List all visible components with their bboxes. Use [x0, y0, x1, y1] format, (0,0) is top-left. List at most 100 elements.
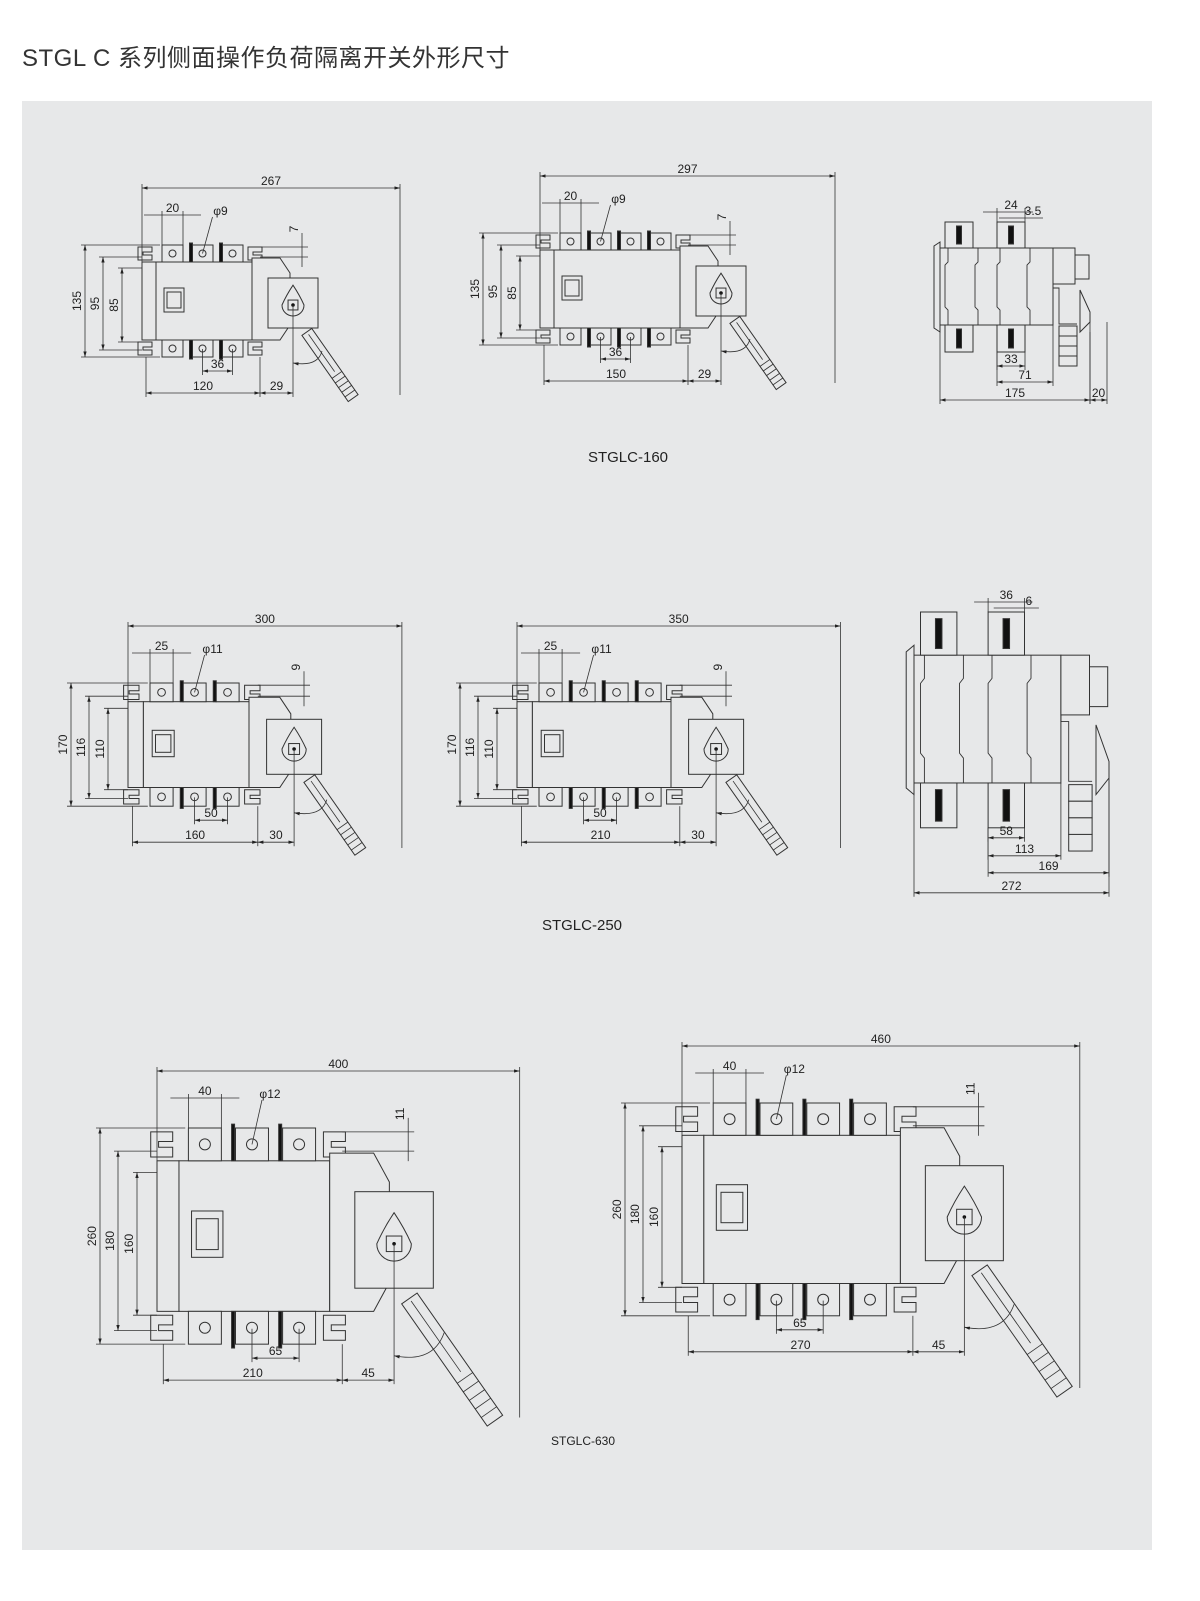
operating-handle	[303, 774, 367, 856]
height-dim-h1: 170	[445, 734, 459, 754]
handle-grip-line	[331, 371, 343, 379]
mounting-bracket	[150, 1314, 174, 1341]
side-contact-bar	[1008, 225, 1014, 245]
terminal-hole	[770, 1113, 783, 1126]
handle-grip-line	[481, 1406, 497, 1418]
body-left-strip	[516, 701, 533, 789]
bracket-gap-dim: 7	[715, 213, 729, 220]
phase-barrier	[219, 242, 223, 263]
phase-barrier	[568, 680, 573, 703]
phase-barrier	[587, 327, 591, 348]
pole-pitch-dim: 65	[793, 1316, 807, 1330]
terminal-hole	[168, 344, 177, 353]
handle-grip-line	[1038, 1360, 1055, 1372]
handle-grip-line	[1032, 1352, 1049, 1364]
handle-grip-line	[338, 380, 349, 388]
mounting-bracket	[512, 684, 529, 700]
indicator-window-inner	[720, 1191, 744, 1224]
terminal-width-dim: 20	[564, 189, 578, 203]
side-body	[913, 654, 1062, 784]
phase-barrier	[587, 230, 591, 251]
pole-module-outline	[987, 655, 1032, 783]
indicator-window-inner	[544, 734, 561, 753]
handle-offset-dim: 30	[269, 828, 283, 842]
height-dim-h1: 135	[468, 279, 482, 299]
terminal-hole	[864, 1113, 876, 1126]
height-dim-h1: 260	[85, 1226, 99, 1246]
operating-handle	[301, 327, 359, 403]
body-left-strip	[539, 249, 555, 329]
mounting-bracket	[675, 329, 691, 344]
side-depth-dim: 272	[1001, 879, 1021, 893]
page-title: STGL C 系列侧面操作负荷隔离开关外形尺寸	[22, 45, 510, 72]
mounting-width-dim: 270	[791, 1338, 811, 1352]
pole-module-outline	[920, 655, 964, 783]
pole-pitch-dim: 36	[609, 345, 623, 359]
caption-160: STGLC-160	[588, 449, 668, 466]
handle-grip-segment	[1068, 833, 1093, 852]
handle-groove	[310, 780, 341, 823]
extension-line	[600, 204, 611, 242]
mounting-width-dim: 210	[243, 1366, 263, 1380]
phase-barrier	[647, 230, 651, 251]
height-dim-h1: 170	[56, 734, 70, 754]
handle-grip-line	[344, 389, 356, 398]
phase-barrier	[617, 327, 621, 348]
terminal-hole	[157, 792, 166, 802]
terminal-hole	[168, 249, 177, 258]
operating-handle	[400, 1292, 504, 1427]
terminal-hole	[656, 332, 665, 341]
terminal-hole	[566, 332, 575, 341]
pole-module-outline	[944, 248, 979, 325]
contact-thickness-dim: 6	[1026, 594, 1033, 608]
height-dim-h2: 116	[463, 737, 477, 756]
body-left-strip	[141, 261, 157, 341]
handle-offset-dim: 45	[361, 1366, 375, 1380]
terminal-hole	[546, 792, 555, 802]
terminal-width-dim: 40	[723, 1059, 737, 1073]
handle-grip-line	[347, 837, 359, 846]
overall-width-dim: 300	[255, 612, 275, 626]
side-depth-dim: 169	[1039, 859, 1059, 873]
terminal-hole	[190, 688, 199, 697]
bracket-gap-dim: 11	[963, 1082, 977, 1095]
handle-grip-line	[758, 821, 771, 831]
rotation-arc	[716, 799, 750, 816]
handle-grip-line	[762, 826, 774, 836]
mounting-bracket	[123, 684, 140, 700]
height-dim-h1: 260	[610, 1199, 624, 1219]
mounting-bracket	[535, 329, 551, 344]
model-caption: STGLC-630	[551, 1434, 615, 1448]
overall-width-dim: 350	[669, 612, 689, 626]
caption-630: STGLC-630	[551, 1434, 615, 1448]
height-dim-h3: 85	[505, 286, 519, 300]
caption-250: STGLC-250	[542, 917, 622, 934]
side-body	[939, 247, 1054, 326]
indicator-window-inner	[564, 279, 580, 297]
mounting-bracket	[150, 1131, 174, 1158]
mechanism-linkage	[1052, 284, 1077, 325]
handle-grip-segment	[1058, 355, 1078, 367]
side-depth-dim: 113	[1015, 842, 1034, 856]
operating-handle	[725, 774, 789, 856]
terminal-width-dim: 25	[155, 639, 169, 653]
handle-grip-line	[351, 842, 363, 851]
mounting-width-dim: 150	[606, 367, 626, 381]
mounting-bracket	[123, 789, 140, 805]
height-dim-h3: 85	[107, 298, 121, 312]
mechanism-housing	[1052, 247, 1076, 285]
phase-barrier	[189, 339, 193, 360]
hole-diameter-label: φ11	[202, 642, 223, 656]
body-left-strip	[681, 1134, 705, 1285]
handle-grip-line	[1050, 1377, 1067, 1389]
body-left-strip	[156, 1160, 180, 1312]
side-contact-bar	[956, 328, 962, 349]
mounting-bracket	[322, 1314, 346, 1341]
handle-offset-dim: 29	[698, 367, 712, 381]
extension-line	[251, 1099, 263, 1145]
